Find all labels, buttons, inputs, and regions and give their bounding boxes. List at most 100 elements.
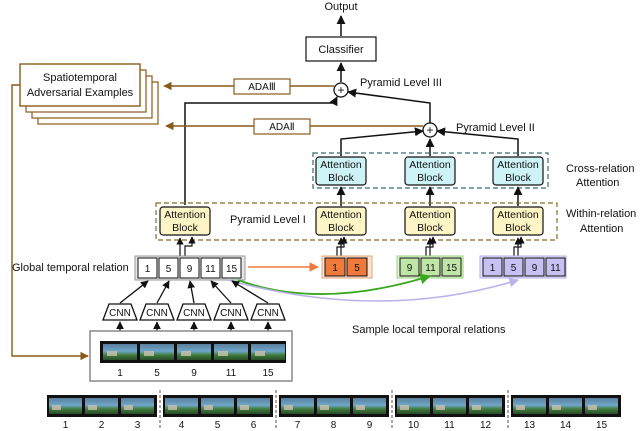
video-segment: 10 11 12 — [395, 395, 505, 431]
cross-attention-block-2: Attention Block — [404, 156, 456, 186]
svg-text:Attention: Attention — [320, 209, 362, 221]
within-relation-label-line1: Within-relation — [566, 208, 636, 220]
video-segment: 4 5 6 — [163, 395, 273, 431]
adversarial-examples-box — [19, 63, 141, 107]
svg-text:15: 15 — [226, 264, 238, 275]
global-frame-cell: 1 — [137, 257, 158, 279]
svg-text:2: 2 — [99, 420, 105, 431]
svg-text:5: 5 — [511, 263, 517, 274]
svg-text:6: 6 — [251, 420, 257, 431]
sampled-frame-thumbnail: 9 — [177, 344, 211, 379]
svg-text:9: 9 — [187, 264, 193, 275]
video-segment: 1 2 3 — [47, 395, 157, 431]
ada2-label: ADAⅡ — [269, 122, 294, 133]
global-frame-cell: 5 — [158, 257, 179, 279]
purple-frame-cell: 1 — [482, 257, 503, 277]
green-frame-cell: 15 — [441, 257, 462, 277]
green-frame-cell: 11 — [420, 257, 441, 277]
svg-text:11: 11 — [226, 368, 237, 379]
svg-text:9: 9 — [407, 263, 413, 274]
svg-text:CNN: CNN — [183, 308, 205, 319]
adversarial-label-line2: Adversarial Examples — [27, 87, 134, 99]
local-relation-green: 9 11 15 — [399, 257, 462, 277]
plus-icon: + — [426, 123, 433, 137]
video-frame: 4 — [165, 398, 198, 431]
svg-text:9: 9 — [191, 368, 197, 379]
svg-text:4: 4 — [179, 420, 185, 431]
svg-text:12: 12 — [480, 420, 492, 431]
svg-text:11: 11 — [444, 420, 455, 431]
sampled-frame-thumbnail: 5 — [140, 344, 174, 379]
pyramid-level-1-label: Pyramid Level I — [230, 214, 306, 226]
svg-text:Block: Block — [505, 172, 531, 184]
within-relation-group — [155, 202, 558, 241]
svg-text:3: 3 — [135, 420, 141, 431]
svg-text:5: 5 — [154, 368, 160, 379]
video-frame: 7 — [281, 398, 314, 431]
cross-attention-block-3: Attention Block — [492, 156, 544, 186]
svg-text:11: 11 — [425, 263, 436, 274]
sampled-frame-thumbnail: 11 — [214, 344, 248, 379]
video-segment: 7 8 9 — [279, 395, 389, 431]
classifier-box — [305, 36, 377, 62]
svg-text:11: 11 — [205, 264, 216, 275]
svg-text:Attention: Attention — [320, 159, 362, 171]
cross-attention-block-1: Attention Block — [315, 156, 367, 186]
svg-text:CNN: CNN — [109, 308, 131, 319]
svg-text:1: 1 — [117, 368, 123, 379]
adversarial-label-line1: Spatiotemporal — [43, 72, 117, 84]
video-frame: 15 — [585, 398, 618, 431]
svg-text:8: 8 — [331, 420, 337, 431]
video-segment: 13 14 15 — [511, 395, 621, 431]
svg-text:1: 1 — [145, 264, 151, 275]
within-attention-block-2: Attention Block — [404, 206, 456, 236]
green-sample-arrow — [237, 273, 432, 295]
purple-frame-cell: 5 — [503, 257, 524, 277]
svg-text:15: 15 — [262, 368, 274, 379]
video-frame: 12 — [469, 398, 502, 431]
video-frame: 14 — [549, 398, 582, 431]
sampled-frame-thumbnail: 1 — [103, 344, 137, 379]
video-frame: 1 — [49, 398, 82, 431]
within-attention-block-level1: Attention Block — [159, 206, 211, 236]
svg-text:14: 14 — [560, 420, 572, 431]
sampled-frame-thumbnail: 15 — [251, 344, 285, 379]
svg-text:Block: Block — [417, 222, 443, 234]
ada3-label: ADAⅢ — [248, 82, 275, 93]
svg-text:Attention: Attention — [497, 159, 539, 171]
cnn-trapezoid: CNN — [176, 280, 212, 341]
pyramid-level-2-label: Pyramid Level II — [456, 122, 535, 134]
svg-text:Block: Block — [328, 172, 354, 184]
svg-text:Attention: Attention — [164, 209, 206, 221]
svg-text:Block: Block — [417, 172, 443, 184]
svg-text:Block: Block — [505, 222, 531, 234]
video-frame: 5 — [201, 398, 234, 431]
svg-text:CNN: CNN — [146, 308, 168, 319]
within-attention-block-3: Attention Block — [492, 206, 544, 236]
within-relation-label-line2: Attention — [580, 223, 623, 235]
cnn-trapezoid: CNN — [102, 280, 149, 341]
video-frame: 6 — [237, 398, 270, 431]
video-frame: 13 — [513, 398, 546, 431]
svg-text:15: 15 — [596, 420, 608, 431]
video-frame: 9 — [353, 398, 386, 431]
purple-sample-arrow — [227, 277, 519, 302]
global-frame-cell: 11 — [200, 257, 221, 279]
video-frame: 8 — [317, 398, 350, 431]
video-frame: 10 — [397, 398, 430, 431]
svg-text:5: 5 — [215, 420, 221, 431]
svg-text:1: 1 — [63, 420, 69, 431]
svg-text:11: 11 — [550, 263, 561, 274]
video-frame: 11 — [433, 398, 466, 431]
svg-text:1: 1 — [490, 263, 496, 274]
svg-text:7: 7 — [295, 420, 301, 431]
video-frame: 3 — [121, 398, 154, 431]
global-frame-cell: 15 — [221, 257, 242, 279]
video-frame: 2 — [85, 398, 118, 431]
